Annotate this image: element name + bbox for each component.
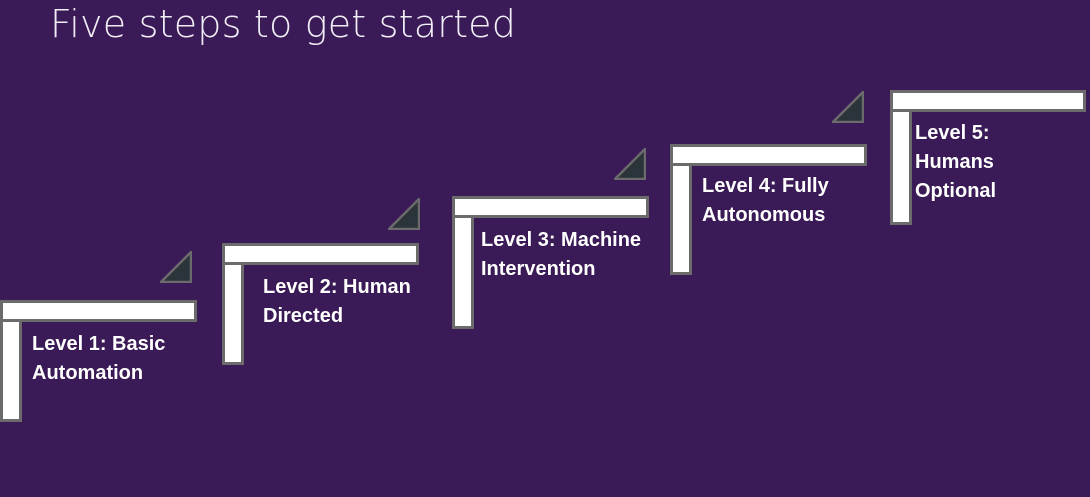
step-top-bar [0,300,197,322]
page-title: Five steps to get started [50,2,517,46]
step-top-bar [222,243,419,265]
step-arrow-triangle-2 [388,198,420,230]
step-top-bar [890,90,1086,112]
step-label-level-2: Level 2: Human Directed [263,276,411,327]
step-label-level-1: Level 1: Basic Automation [32,333,166,384]
step-arrow-triangle-4 [832,91,864,123]
step-left-bar [0,319,22,422]
step-left-bar [452,215,474,329]
step-arrow-triangle-1 [160,251,192,283]
step-label-level-3: Level 3: Machine Intervention [481,229,642,280]
step-left-bar [670,163,692,275]
step-left-bar [890,109,912,225]
step-left-bar [222,262,244,365]
step-arrow-triangle-3 [614,148,646,180]
step-top-bar [670,144,867,166]
step-label-level-4: Level 4: Fully Autonomous [702,175,829,226]
step-top-bar [452,196,649,218]
step-label-level-5: Level 5: Humans Optional [915,122,997,202]
